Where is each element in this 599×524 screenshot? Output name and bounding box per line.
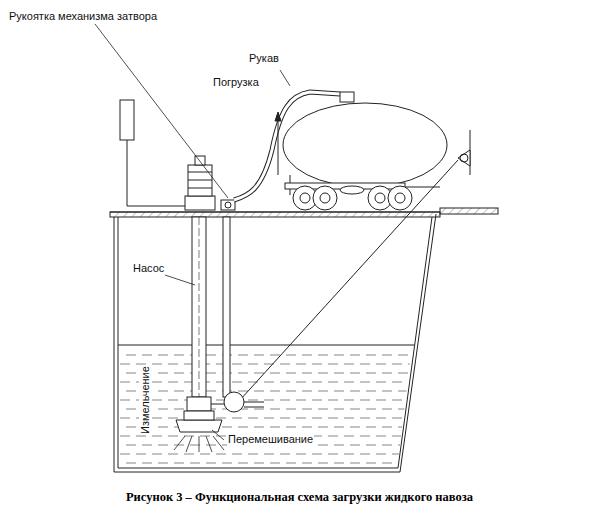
part-label: Погрузка	[212, 76, 260, 89]
fluid-stroke	[120, 418, 403, 419]
fluid-stroke	[126, 373, 409, 374]
figure-caption: Рисунок 3 – Функциональная схема загрузк…	[126, 490, 473, 505]
fluid-stroke	[126, 391, 406, 392]
fluid-stroke	[120, 400, 405, 401]
part-label: Рукоятка механизма затвора	[8, 10, 158, 23]
fluid-stroke	[126, 355, 411, 356]
fluid-stroke	[120, 454, 399, 455]
fluid-stroke	[120, 382, 408, 383]
part-label: Перемешивание	[227, 433, 314, 446]
part-label: Насос	[132, 262, 165, 275]
fluid-stroke	[126, 463, 398, 464]
fluid-stroke	[126, 409, 404, 410]
part-label: Измельчение	[139, 365, 152, 435]
part-label: Рукав	[248, 52, 280, 65]
fluid-stroke	[120, 364, 410, 365]
fluid-stroke	[126, 427, 402, 428]
